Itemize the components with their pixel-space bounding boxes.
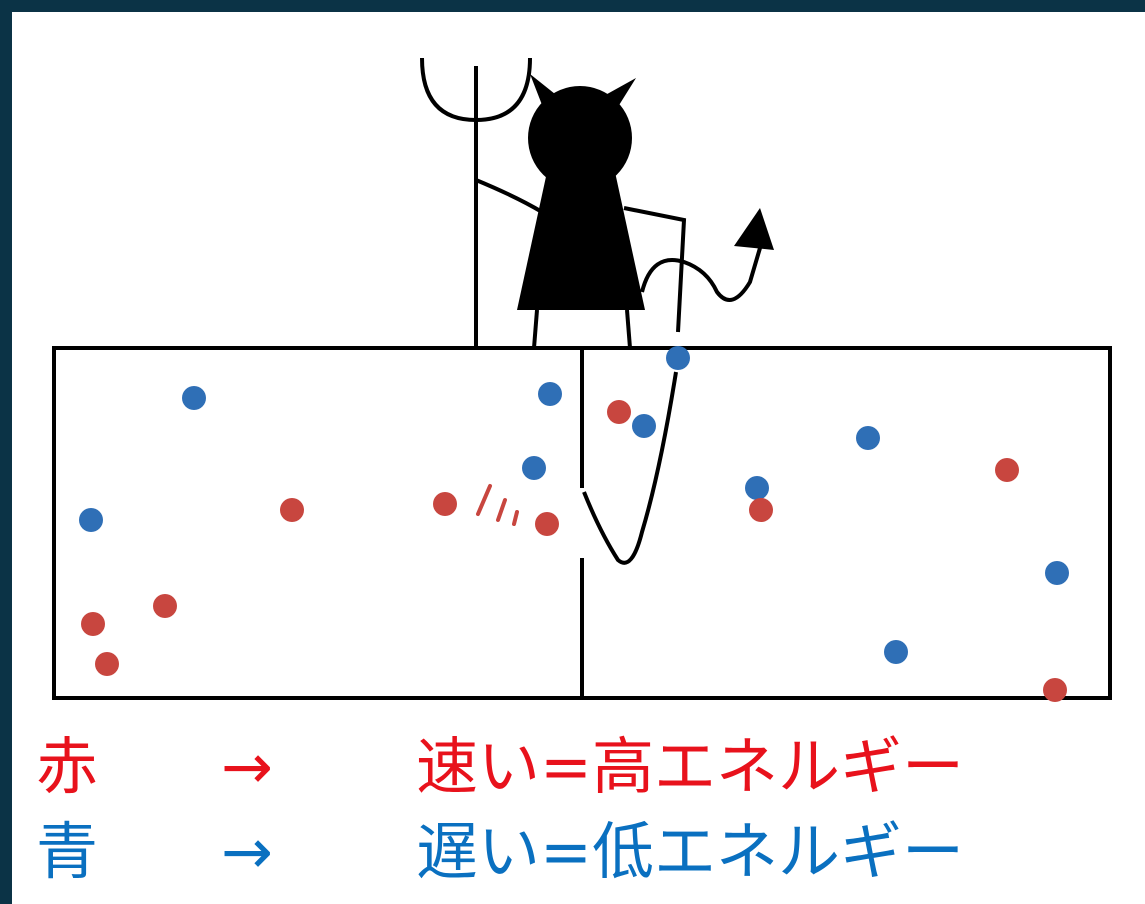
motion-line-1	[476, 484, 492, 516]
demon-head	[528, 86, 632, 190]
legend-red-text: 速い=高エネルギー	[416, 730, 964, 803]
blue-particle	[522, 456, 546, 480]
blue-particle	[1045, 561, 1069, 585]
red-particle	[535, 512, 559, 536]
red-particle	[433, 492, 457, 516]
trident-head	[420, 57, 532, 123]
legend-red-symbol: 赤	[36, 730, 99, 803]
demon-right-arm	[623, 206, 687, 333]
legend-red-arrow: →	[221, 730, 273, 803]
blue-particle	[79, 508, 103, 532]
demon-left-leg	[532, 309, 539, 349]
red-particle	[81, 612, 105, 636]
blue-particle	[884, 640, 908, 664]
legend-blue-symbol: 青	[36, 815, 99, 888]
motion-line-3	[512, 510, 519, 526]
maxwell-demon-diagram	[52, 57, 1112, 702]
blue-particle	[856, 426, 880, 450]
demon-tail	[640, 247, 762, 302]
demon-tail-tip	[734, 208, 774, 250]
red-particle	[607, 400, 631, 424]
blue-particle	[666, 346, 690, 370]
red-particle	[1043, 678, 1067, 702]
particles	[79, 346, 1069, 702]
partition-gate	[582, 371, 678, 565]
demon-left-arm	[475, 178, 544, 214]
red-particle	[153, 594, 177, 618]
demon-body	[517, 172, 645, 310]
blue-particle	[745, 476, 769, 500]
red-particle	[280, 498, 304, 522]
motion-line-2	[496, 498, 507, 522]
demon-right-leg	[625, 309, 632, 349]
blue-particle	[538, 382, 562, 406]
red-particle	[95, 652, 119, 676]
red-particle	[749, 498, 773, 522]
motion-lines	[476, 484, 519, 526]
blue-particle	[182, 386, 206, 410]
legend-blue-text: 遅い=低エネルギー	[416, 815, 964, 888]
blue-particle	[632, 414, 656, 438]
demon-horn-right	[600, 78, 636, 110]
legend-blue-arrow: →	[221, 815, 273, 888]
red-particle	[995, 458, 1019, 482]
maxwell-demon-icon	[420, 57, 774, 349]
demon-horn-left	[530, 74, 560, 110]
figure-canvas: 赤 → 速い=高エネルギー 青 → 遅い=低エネルギー	[12, 12, 1145, 904]
